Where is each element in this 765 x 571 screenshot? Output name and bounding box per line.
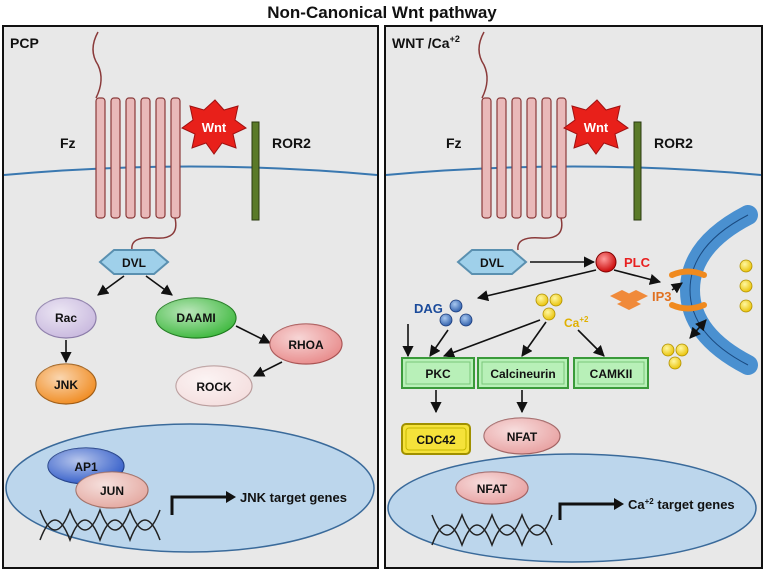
- ap1-label: AP1: [74, 460, 98, 474]
- left-wnt-star: [181, 99, 247, 155]
- ca-ion: [661, 343, 675, 357]
- page-title: Non-Canonical Wnt pathway: [267, 3, 497, 22]
- right-fz-label: Fz: [446, 135, 462, 151]
- left-target-label: JNK target genes: [240, 490, 347, 505]
- arrow-rhoa-rock: [252, 361, 283, 377]
- arrow-dvl-rac: [97, 275, 125, 296]
- arrow-dvl-daam: [145, 275, 173, 296]
- left-dvl-label: DVL: [122, 256, 146, 270]
- camkii-box: [573, 357, 649, 389]
- left-membrane: [3, 165, 378, 176]
- ca-ion: [542, 307, 556, 321]
- plc-label: PLC: [624, 255, 651, 270]
- nfat-nucleus-label: NFAT: [477, 482, 508, 496]
- right-transcription-arrow: [558, 502, 614, 520]
- ca-ion: [549, 293, 563, 307]
- right-wnt-label: Wnt: [584, 120, 609, 135]
- ca-ion: [668, 356, 682, 370]
- ca-ion: [675, 343, 689, 357]
- left-fz-receptor: [92, 31, 181, 251]
- pkc-label: PKC: [425, 367, 451, 381]
- left-dvl-node: [98, 249, 170, 275]
- camkii-label: CAMKII: [590, 367, 633, 381]
- er-ca-ion: [739, 259, 753, 273]
- left-wnt-label: Wnt: [202, 120, 227, 135]
- ca-label: Ca+2: [564, 315, 589, 330]
- jun-label: JUN: [100, 484, 124, 498]
- dag-molecule: [439, 313, 453, 327]
- right-target-label: Ca+2 target genes: [628, 497, 735, 512]
- arrow-ca-camkii: [577, 329, 605, 357]
- right-dna-helix: [431, 512, 553, 548]
- arrow-er-ca: [689, 319, 707, 339]
- er-compartment: [669, 205, 758, 375]
- right-wnt-star: [563, 99, 629, 155]
- right-fz-receptor: [478, 31, 567, 251]
- arrow-ip3-er: [670, 282, 683, 294]
- left-panel-label: PCP: [10, 35, 39, 51]
- left-transcription-arrow: [170, 495, 226, 515]
- arrow-dag-pkc: [429, 329, 449, 357]
- left-nucleus: [5, 423, 375, 553]
- er-ca-ion: [739, 279, 753, 293]
- arrow-ca-calcineurin: [521, 321, 547, 357]
- right-dvl-node: [456, 249, 528, 275]
- plc-node: [595, 251, 617, 273]
- jnk-label: JNK: [54, 378, 78, 392]
- right-membrane: [385, 165, 762, 176]
- right-ror2-bar: [633, 121, 642, 221]
- dag-label: DAG: [414, 301, 443, 316]
- er-ca-ion: [739, 299, 753, 313]
- calcineurin-label: Calcineurin: [490, 367, 555, 381]
- right-panel-label: WNT /Ca+2: [392, 34, 460, 51]
- rac-label: Rac: [55, 311, 77, 325]
- right-dvl-label: DVL: [480, 256, 504, 270]
- daam-label: DAAMI: [176, 311, 215, 325]
- cdc42-box: [401, 423, 471, 455]
- dag-molecule: [449, 299, 463, 313]
- ip3-label: IP3: [652, 289, 672, 304]
- left-ror2-label: ROR2: [272, 135, 311, 151]
- dag-molecule: [459, 313, 473, 327]
- left-ror2-bar: [251, 121, 260, 221]
- left-fz-label: Fz: [60, 135, 76, 151]
- right-ror2-label: ROR2: [654, 135, 693, 151]
- nfat-cytoplasm-label: NFAT: [507, 430, 538, 444]
- arrow-plc-ip3: [613, 269, 662, 285]
- rock-label: ROCK: [196, 380, 232, 394]
- ca-ion: [535, 293, 549, 307]
- left-dna-helix: [39, 507, 161, 543]
- rhoa-label: RHOA: [288, 338, 324, 352]
- arrow-ca-pkc: [442, 319, 541, 358]
- cdc42-label: CDC42: [416, 433, 456, 447]
- ip3-node: [610, 290, 648, 310]
- calcineurin-box: [477, 357, 569, 389]
- pkc-box: [401, 357, 475, 389]
- arrow-daam-rhoa: [235, 325, 272, 344]
- arrow-plc-dag: [476, 269, 597, 302]
